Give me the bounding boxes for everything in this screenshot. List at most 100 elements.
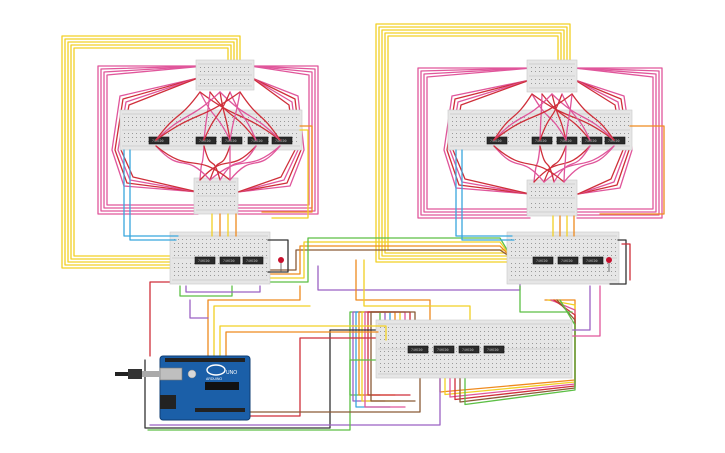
chip-icon: 74HC00 xyxy=(604,136,626,145)
wires-layer-front xyxy=(123,91,665,357)
chip-icon: 74HC00 xyxy=(221,136,243,145)
wire xyxy=(203,145,221,181)
wire xyxy=(185,285,261,293)
wire xyxy=(100,65,206,212)
led-icon xyxy=(606,257,612,272)
wire xyxy=(317,265,521,291)
chip-icon: 74HC00 xyxy=(407,345,429,354)
wire xyxy=(149,377,441,426)
chip-label: 74HC00 xyxy=(487,348,499,352)
power-jack xyxy=(160,395,176,409)
wire xyxy=(539,93,563,141)
chip-label: 74HC00 xyxy=(246,259,258,263)
wire xyxy=(155,145,231,181)
wire xyxy=(213,305,311,357)
wire xyxy=(155,91,221,141)
chip-label: 74HC00 xyxy=(199,139,211,143)
usb-cable-icon xyxy=(115,369,160,379)
chip-icon: 74HC00 xyxy=(195,136,217,145)
wire xyxy=(114,77,199,193)
chip-icon: 74HC00 xyxy=(247,136,269,145)
wire xyxy=(565,93,573,141)
wire xyxy=(571,93,615,141)
wire xyxy=(571,285,601,337)
wire xyxy=(533,145,591,183)
wire xyxy=(237,65,310,206)
wire xyxy=(261,237,513,283)
wire xyxy=(225,331,379,357)
chip-icon: 74HC00 xyxy=(483,345,505,354)
wire xyxy=(237,65,319,215)
microcontroller-chip xyxy=(205,382,239,390)
wire xyxy=(378,26,568,260)
led-icon xyxy=(278,257,284,272)
usb-port xyxy=(159,367,183,381)
wire xyxy=(531,93,567,141)
wire xyxy=(363,259,471,323)
breadboard-mid-left-small xyxy=(193,177,239,215)
wire xyxy=(417,67,533,219)
wire xyxy=(129,149,177,241)
wire xyxy=(609,239,627,285)
chip-icon: 74HC00 xyxy=(532,256,554,265)
wire xyxy=(149,273,181,357)
arduino-brand-label: ARDUINO xyxy=(206,377,222,381)
chip-label: 74HC00 xyxy=(535,139,547,143)
wire xyxy=(367,311,411,396)
wire xyxy=(493,93,533,141)
arduino-logo-icon xyxy=(206,364,226,376)
wire xyxy=(420,67,533,216)
wire xyxy=(261,245,513,275)
chip-icon: 74HC00 xyxy=(531,136,553,145)
wire xyxy=(543,145,567,183)
chip-label: 74HC00 xyxy=(490,139,502,143)
wire xyxy=(229,91,241,141)
wire xyxy=(155,145,211,181)
wire xyxy=(237,65,316,212)
wire xyxy=(561,93,591,141)
chip-label: 74HC00 xyxy=(437,348,449,352)
wire xyxy=(61,35,241,269)
wire xyxy=(446,79,531,195)
wire xyxy=(443,79,531,195)
chip-label: 74HC00 xyxy=(608,139,620,143)
wire xyxy=(261,241,513,279)
arduino-model-label: UNO xyxy=(226,370,237,376)
chip-label: 74HC00 xyxy=(411,348,423,352)
arduino-uno-board[interactable]: UNO ARDUINO xyxy=(159,355,251,421)
wire xyxy=(199,145,205,181)
chip-label: 74HC00 xyxy=(560,139,572,143)
wire xyxy=(203,91,211,141)
wire xyxy=(199,145,257,181)
chip-icon: 74HC00 xyxy=(556,136,578,145)
wire xyxy=(375,23,571,263)
chip-label: 74HC00 xyxy=(223,259,235,263)
wire xyxy=(573,67,657,213)
chip-label: 74HC00 xyxy=(225,139,237,143)
wire xyxy=(219,145,257,181)
wire xyxy=(426,67,533,210)
wire xyxy=(155,91,201,141)
wire xyxy=(493,93,573,141)
wire xyxy=(384,32,562,254)
chip-icon: 74HC00 xyxy=(219,256,241,265)
wire xyxy=(573,67,660,216)
wire xyxy=(493,145,565,183)
chip-label: 74HC00 xyxy=(251,139,263,143)
chip-icon: 74HC00 xyxy=(581,136,603,145)
wire xyxy=(573,67,654,210)
chip-label: 74HC00 xyxy=(561,259,573,263)
wire xyxy=(461,149,515,241)
chip-label: 74HC00 xyxy=(198,259,210,263)
wire xyxy=(539,93,543,141)
wire xyxy=(455,149,513,237)
chip-label: 74HC00 xyxy=(152,139,164,143)
wire xyxy=(423,67,533,213)
chip-icon: 74HC00 xyxy=(433,345,455,354)
chip-icon: 74HC00 xyxy=(582,256,604,265)
wire xyxy=(551,93,567,141)
wire xyxy=(533,145,541,183)
wire xyxy=(209,91,257,141)
wire xyxy=(364,311,406,408)
wire xyxy=(97,65,206,215)
